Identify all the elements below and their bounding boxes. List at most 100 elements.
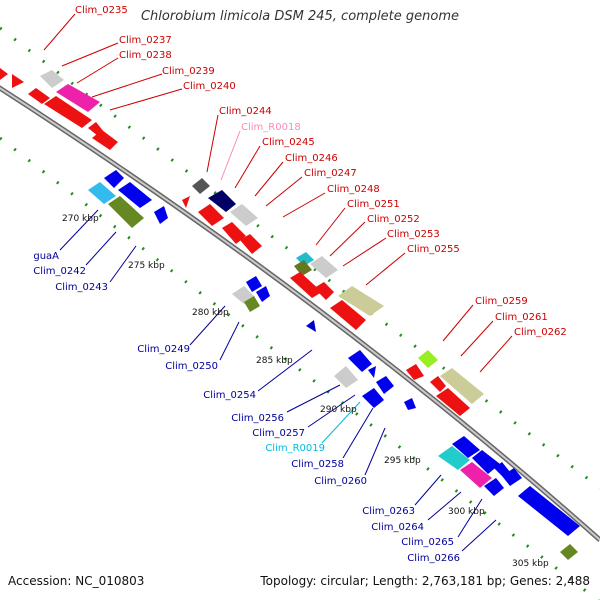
leader-clim-0238 [76,57,119,84]
gene-arrow-clim-0265 [484,478,504,496]
gene-label-clim-0256: Clim_0256 [231,413,284,424]
gene-arrow [452,436,480,458]
leader-clim-0266 [461,519,497,552]
gene-label-clim-0243: Clim_0243 [55,282,108,293]
leader-clim-0254 [257,349,313,392]
gene-arrow [182,196,190,208]
gene-label-clim-0247: Clim_0247 [304,168,357,179]
gene-label-clim-0246: Clim_0246 [285,153,338,164]
gene-box-clim-0242 [108,196,144,228]
gene-box-clim-0263 [438,446,470,470]
gene-box-clim-0244 [192,178,210,194]
gene-box-clim-0238 [56,84,100,112]
leader-clim-0253 [342,237,387,267]
gene-arrow [12,74,24,88]
genome-summary: Topology: circular; Length: 2,763,181 bp… [260,574,590,588]
leader-clim-0246 [254,161,284,197]
leader-clim-0265 [457,498,483,538]
gene-arrow [368,366,376,378]
gene-box-clim-0259 [418,350,438,368]
leader-clim-0262 [479,335,513,373]
gene-arrow [0,68,8,80]
gene-label-clim-0242: Clim_0242 [33,266,86,277]
leader-clim-0252 [329,221,366,257]
backbone-highlight [0,87,600,541]
leader-clim-0244 [206,114,219,173]
tick-label: 285 kbp [256,356,293,366]
gene-box-clim-0261 [440,368,484,404]
tick-label: 270 kbp [62,214,99,224]
gene-box-clim-0246 [230,204,258,226]
gene-label-clim-0244: Clim_0244 [219,106,272,117]
gene-label-clim-0257: Clim_0257 [252,428,305,439]
gene-label-clim-0249: Clim_0249 [137,344,190,355]
gene-label-clim-0266: Clim_0266 [407,553,460,564]
gene-box-clim-0237 [40,70,64,88]
leader-clim-0256 [286,384,341,413]
gene-box-clim-0253 [310,256,338,278]
tick-label: 275 kbp [128,261,165,271]
gene-arrow [290,272,322,298]
gene-arrow [28,88,50,104]
leader-clim-0247 [265,176,303,207]
leader-clim-0239 [91,73,163,98]
gene-arrow [330,300,366,330]
leader-clim-0245 [234,145,261,189]
gene-arrow [104,170,124,188]
gene-arrow [246,276,262,292]
genome-backbone [0,85,600,542]
accession-label: Accession: NC_010803 [8,574,145,588]
gene-label-clim-0245: Clim_0245 [262,137,315,148]
gene-arrow-clim-0260 [404,398,416,410]
gene-arrow-clim-0240 [92,130,118,150]
tick-label: 300 kbp [448,507,485,517]
gene-arrow [430,376,446,392]
leader-clim-0235 [43,13,76,51]
gene-label-clim-0253: Clim_0253 [387,229,440,240]
gene-arrow [306,320,316,332]
tick-label: 305 kbp [512,559,549,569]
gene-arrow [406,364,424,380]
tick-label: 295 kbp [384,456,421,466]
gene-label-clim-0235: Clim_0235 [75,5,128,16]
gene-box-clim-0252 [294,260,312,276]
leader-clim-0258 [342,407,374,459]
gene-arrow [472,450,500,474]
gene-box-clim-0255 [338,286,384,316]
gene-label-clim-0238: Clim_0238 [119,50,172,61]
leader-clim-0242 [85,231,117,266]
gene-label-clim-0265: Clim_0265 [401,537,454,548]
tick-label: 280 kbp [192,308,229,318]
gene-label-clim-0263: Clim_0263 [362,506,415,517]
gene-box-guaa [88,182,116,204]
gene-label-clim-0240: Clim_0240 [183,81,236,92]
gene-label-clim-0254: Clim_0254 [203,390,256,401]
map-title: Chlorobium limicola DSM 245, complete ge… [140,9,460,24]
gene-label-clim-0260: Clim_0260 [314,476,367,487]
leader-guaa [59,209,99,251]
gene-arrow [198,204,224,226]
gene-box-clim-0250 [244,296,260,312]
gene-label-clim-0252: Clim_0252 [367,214,420,225]
gene-label-clim-r0019: Clim_R0019 [265,443,325,454]
leader-clim-r0019 [321,401,361,444]
gene-label-clim-r0018: Clim_R0018 [241,122,301,133]
leader-clim-0255 [365,252,406,286]
gene-arrow [314,282,334,300]
gene-arrow-clim-0248 [240,234,262,254]
leader-clim-r0018 [220,130,241,181]
gene-label-clim-0251: Clim_0251 [347,199,400,210]
gene-arrow-clim-0258 [362,388,384,408]
gene-label-clim-0250: Clim_0250 [165,361,218,372]
leader-clim-0251 [315,207,346,246]
leader-clim-0257 [307,394,356,428]
gene-label-clim-0237: Clim_0237 [119,35,172,46]
outer-reverse-guide [0,136,600,600]
gene-label-clim-0259: Clim_0259 [475,296,528,307]
gene-arrow [256,286,270,302]
leader-clim-0237 [61,42,119,67]
gene-arrow-clim-0254 [348,350,372,372]
tick-label: 290 kbp [320,405,357,415]
